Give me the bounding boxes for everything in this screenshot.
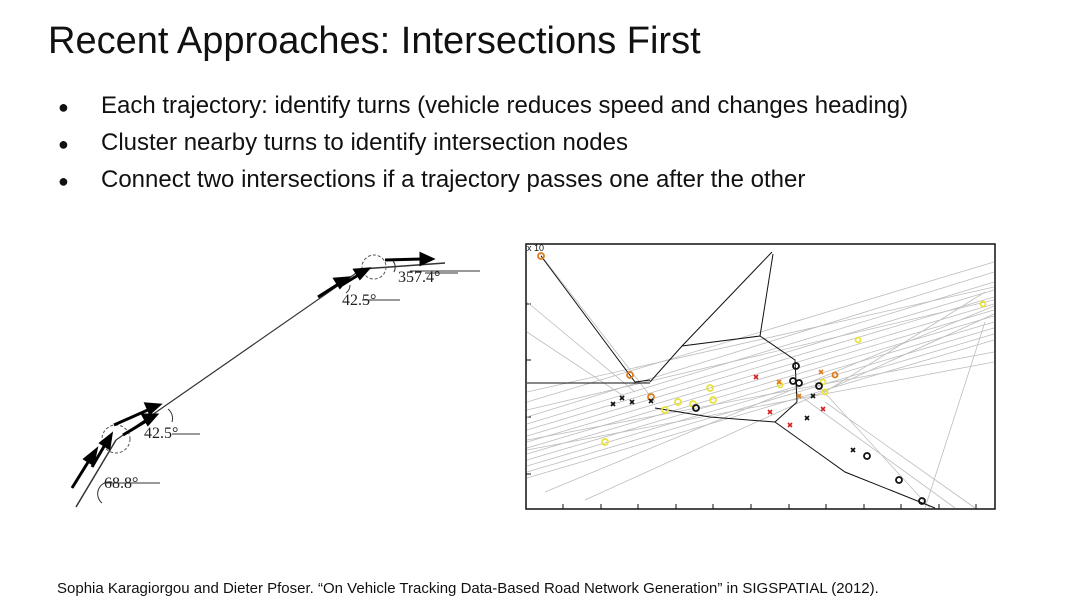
- bullet-item: ● Cluster nearby turns to identify inter…: [58, 129, 908, 166]
- axis-exponent-label: x 10: [527, 243, 544, 253]
- angle-label: 42.5°: [144, 425, 178, 442]
- slide-title: Recent Approaches: Intersections First: [48, 20, 701, 62]
- bullet-dot: ●: [58, 171, 69, 191]
- citation: Sophia Karagiorgou and Dieter Pfoser. “O…: [57, 580, 879, 597]
- voronoi-edges: [527, 251, 936, 509]
- bullet-dot: ●: [58, 134, 69, 154]
- turn-detection-figure: 357.4° 42.5° 42.5° 68.8°: [70, 251, 480, 508]
- bullet-item: ● Connect two intersections if a traject…: [58, 166, 908, 203]
- angle-labels: 357.4° 42.5° 42.5° 68.8°: [104, 269, 440, 492]
- heading-arrows: [70, 251, 436, 489]
- angle-label: 68.8°: [104, 475, 138, 492]
- bullet-text: Connect two intersections if a trajector…: [101, 166, 806, 193]
- bullet-item: ● Each trajectory: identify turns (vehic…: [58, 92, 908, 129]
- angle-arcs: [97, 260, 480, 504]
- bullet-dot: ●: [58, 97, 69, 117]
- intersection-nodes: [537, 252, 987, 505]
- angle-label: 357.4°: [398, 269, 440, 286]
- angle-label: 42.5°: [342, 292, 376, 309]
- bullet-text: Cluster nearby turns to identify interse…: [101, 129, 628, 156]
- intersection-network-figure: x 10: [525, 243, 996, 510]
- trajectory-path: [75, 262, 446, 508]
- bullet-list: ● Each trajectory: identify turns (vehic…: [58, 92, 908, 203]
- axis-ticks: [526, 303, 977, 509]
- bullet-text: Each trajectory: identify turns (vehicle…: [101, 92, 909, 119]
